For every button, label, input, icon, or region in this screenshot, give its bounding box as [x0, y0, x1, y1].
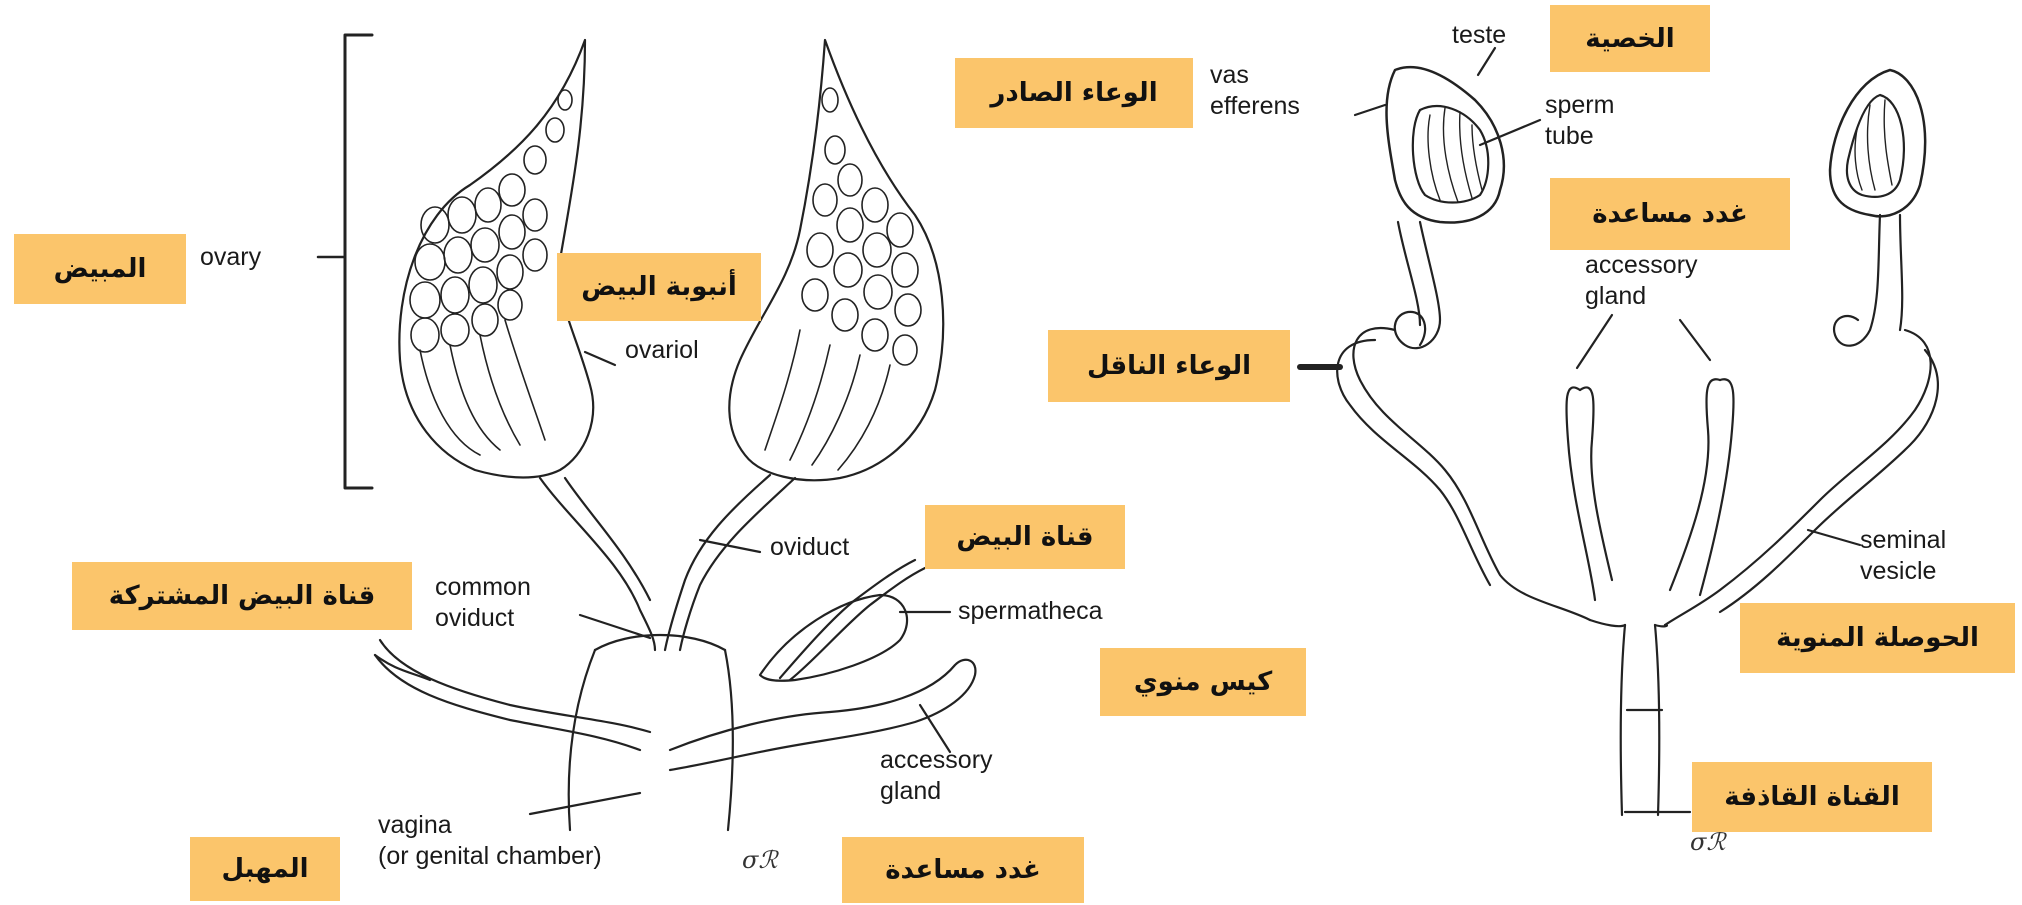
ar-female-accessory-gland: غدد مساعدة: [842, 837, 1084, 903]
ovary-bracket: [345, 35, 372, 488]
ejaculatory-duct: [1621, 625, 1625, 815]
male-left-accessory-gland: [1566, 387, 1595, 600]
left-loop: [1353, 328, 1590, 620]
ar-vagina: المهبل: [190, 837, 340, 901]
left-oviduct: [540, 478, 655, 650]
ar-oviduct: قناة البيض: [925, 505, 1125, 569]
artist-signature: σℛ: [742, 846, 778, 874]
label-spermatheca: spermatheca: [958, 596, 1103, 627]
label-sperm-tube: sperm tube: [1545, 90, 1614, 152]
right-vas-deferens: [1834, 215, 1880, 346]
ar-seminal-vesicle: الحوصلة المنوية: [1740, 603, 2015, 673]
ar-vas-deferens: الوعاء الناقل: [1048, 330, 1290, 402]
ar-spermatheca: كيس منوي: [1100, 648, 1306, 716]
ar-ovary: المبيض: [14, 234, 186, 304]
ar-vas-efferens: الوعاء الصادر: [955, 58, 1193, 128]
label-teste: teste: [1452, 20, 1506, 51]
right-oviduct: [665, 475, 770, 650]
left-egg-chambers: [410, 90, 572, 352]
label-vas-efferens: vas efferens: [1210, 60, 1300, 122]
label-ovariol: ovariol: [625, 335, 699, 366]
ar-ejaculatory-duct: القناة القاذفة: [1692, 762, 1932, 832]
label-ovary: ovary: [200, 242, 261, 273]
artist-signature-male: σℛ: [1690, 828, 1726, 856]
female-system: [318, 35, 975, 830]
male-system: [1300, 48, 1938, 815]
label-common-oviduct: common oviduct: [435, 572, 531, 634]
ar-ovariole: أنبوبة البيض: [557, 253, 761, 321]
right-testis: [1830, 70, 1925, 216]
ar-common-oviduct: قناة البيض المشتركة: [72, 562, 412, 630]
label-oviduct: oviduct: [770, 532, 849, 563]
label-seminal-vesicle: seminal vesicle: [1860, 525, 1946, 587]
male-right-accessory-gland: [1670, 379, 1720, 590]
label-female-accessory-gland: accessory gland: [880, 745, 993, 807]
ar-teste: الخصية: [1550, 5, 1710, 72]
label-vagina: vagina (or genital chamber): [378, 810, 602, 872]
label-male-accessory-gland: accessory gland: [1585, 250, 1698, 312]
ar-male-accessory-gland: غدد مساعدة: [1550, 178, 1790, 250]
